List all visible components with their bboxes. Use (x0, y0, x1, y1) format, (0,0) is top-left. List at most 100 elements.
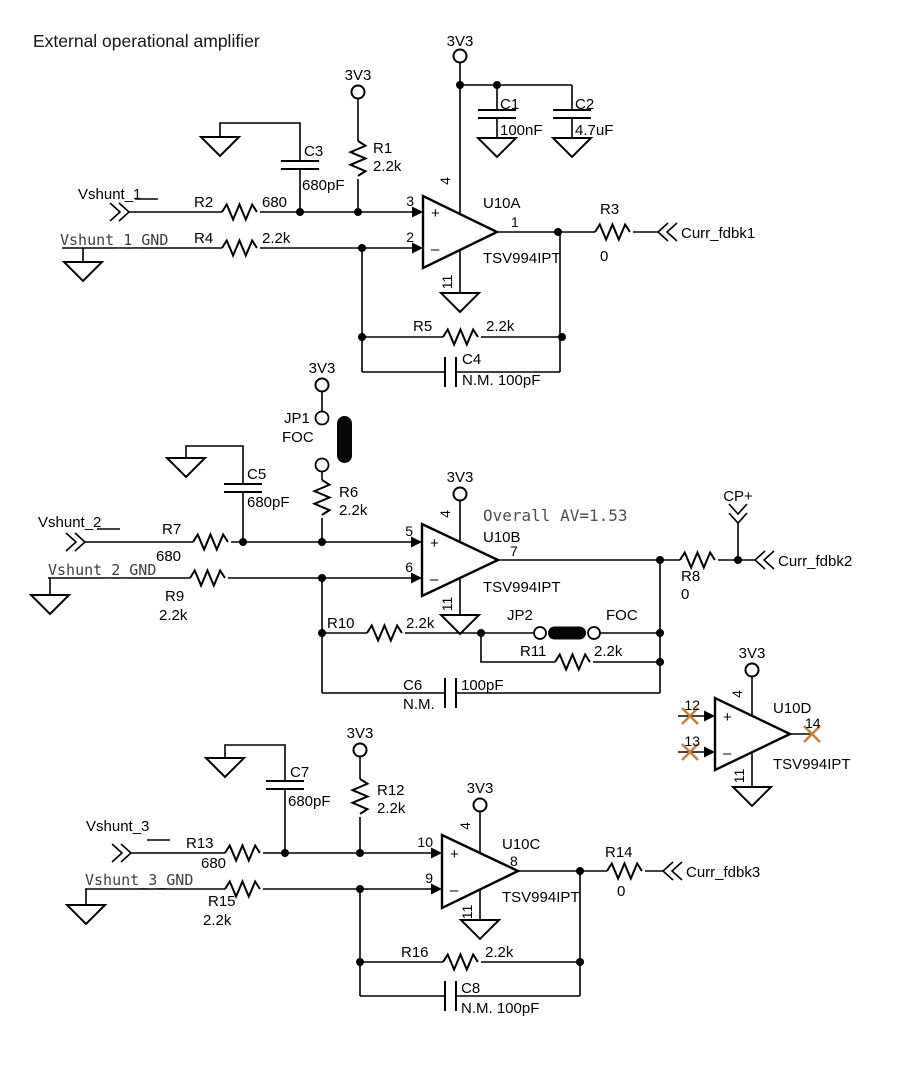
power-3v3-icon (472, 797, 488, 813)
resistor-R5 (442, 328, 479, 346)
wire (62, 99, 658, 373)
capacitor-C4 (444, 356, 457, 388)
part-U10B: TSV994IPT (483, 579, 561, 596)
net-label-cp: CP+ (723, 488, 753, 505)
ground-icon (552, 137, 592, 158)
opamp-minus-sign: – (431, 241, 440, 258)
ref-R13: R13 (186, 835, 214, 852)
jumper-JP1-pad (314, 410, 330, 426)
ref-R3: R3 (600, 201, 619, 218)
pin-number: 3 (406, 193, 414, 209)
junction-dot (239, 538, 247, 546)
net-label-curr-fdbk1: Curr_fdbk1 (681, 225, 755, 242)
net-label-vshunt1-gnd: Vshunt_1_GND (60, 231, 168, 249)
value-R7: 680 (156, 548, 181, 565)
net-label-vshunt2-gnd: Vshunt_2_GND (48, 561, 156, 579)
ref-R10: R10 (327, 615, 355, 632)
pin-number: 11 (459, 905, 475, 920)
ref-C5: C5 (247, 466, 266, 483)
ref-C2: C2 (575, 96, 594, 113)
resistor-R7 (192, 533, 229, 551)
junction-dot (356, 958, 364, 966)
junction-dot (358, 244, 366, 252)
value-R14: 0 (617, 883, 625, 900)
ref-R1: R1 (373, 140, 392, 157)
pin-number: 4 (437, 177, 453, 185)
pin-number: 1 (511, 214, 519, 230)
pin-arrow-icon (704, 746, 715, 758)
pin-number: 12 (684, 697, 700, 713)
opamp-U10B (420, 522, 501, 598)
stage-1: 3V3 Vshunt_1 Vshunt_1_GND R2 680 R4 2.2k… (60, 67, 755, 389)
jumper-JP2-shunt (548, 626, 586, 640)
ref-R14: R14 (605, 844, 633, 861)
ref-R4: R4 (194, 230, 213, 247)
port-cp-icon (728, 503, 748, 524)
net-label-3v3: 3V3 (739, 645, 766, 662)
ref-U10B: U10B (483, 529, 521, 546)
ref-U10D: U10D (773, 700, 812, 717)
junction-dot (493, 81, 501, 89)
value-R8: 0 (681, 586, 689, 603)
junction-dot (576, 867, 584, 875)
value-R9: 2.2k (159, 607, 188, 624)
junction-dot (576, 958, 584, 966)
ref-JP1: JP1 (284, 410, 310, 427)
opamp-minus-sign: – (430, 571, 439, 588)
capacitor-C5 (223, 483, 263, 493)
ref-C1: C1 (500, 96, 519, 113)
port-in-icon (109, 202, 130, 222)
wire (459, 63, 573, 215)
pin-arrow-icon (704, 710, 715, 722)
pin-number: 5 (405, 523, 413, 539)
ground-icon (477, 137, 517, 158)
part-U10A: TSV994IPT (483, 250, 561, 267)
junction-dot (358, 333, 366, 341)
value-C5: 680pF (247, 494, 290, 511)
junction-dot (656, 629, 664, 637)
resistor-R9 (189, 569, 226, 587)
pin-number: 10 (417, 834, 433, 850)
opamp-U10A (421, 194, 500, 270)
ground-icon (460, 919, 500, 940)
value-R10: 2.2k (406, 615, 435, 632)
capacitor-C7 (265, 780, 305, 790)
ref-R12: R12 (377, 782, 405, 799)
ground-icon (30, 594, 70, 615)
pin-number: 11 (439, 597, 455, 612)
junction-dot (656, 556, 664, 564)
jumper-JP2-pad (533, 626, 547, 640)
value-C8: N.M. 100pF (461, 1000, 539, 1017)
ground-icon (205, 757, 245, 778)
pin-number: 7 (510, 543, 518, 559)
pin-number: 8 (510, 853, 518, 869)
net-label-3v3: 3V3 (447, 33, 474, 50)
value-R3: 0 (600, 248, 608, 265)
capacitor-C6 (444, 677, 457, 709)
stage-2: 3V3 JP1 FOC 3V3 Ove (30, 360, 852, 713)
net-label-curr-fdbk3: Curr_fdbk3 (686, 864, 760, 881)
opamp-plus-sign: + (450, 846, 459, 863)
value-R16: 2.2k (485, 944, 514, 961)
value-C4: N.M. 100pF (462, 372, 540, 389)
power-rail-decoupling: 3V3 C1 100nF C2 4.7uF (447, 33, 613, 215)
label-JP1-FOC: FOC (282, 429, 314, 446)
value-R15: 2.2k (203, 912, 232, 929)
stage-3: 3V3 3V3 Vshunt_3 Vshunt_3_GND R13 680 R1… (66, 725, 760, 1017)
ref-U10A: U10A (483, 195, 521, 212)
ground-icon (440, 292, 480, 313)
wire (48, 392, 755, 694)
junction-dot (356, 885, 364, 893)
net-label-3v3: 3V3 (347, 725, 374, 742)
page-title: External operational amplifier (33, 31, 260, 51)
value-C7: 680pF (288, 793, 331, 810)
net-label-3v3: 3V3 (467, 780, 494, 797)
resistor-R10 (366, 624, 403, 642)
power-3v3-icon (452, 48, 468, 64)
resistor-R4 (221, 239, 258, 257)
capacitor-C3 (280, 160, 320, 170)
junction-dot (281, 849, 289, 857)
net-label-vshunt3: Vshunt_3 (86, 818, 149, 835)
opamp-plus-sign: + (431, 205, 440, 222)
